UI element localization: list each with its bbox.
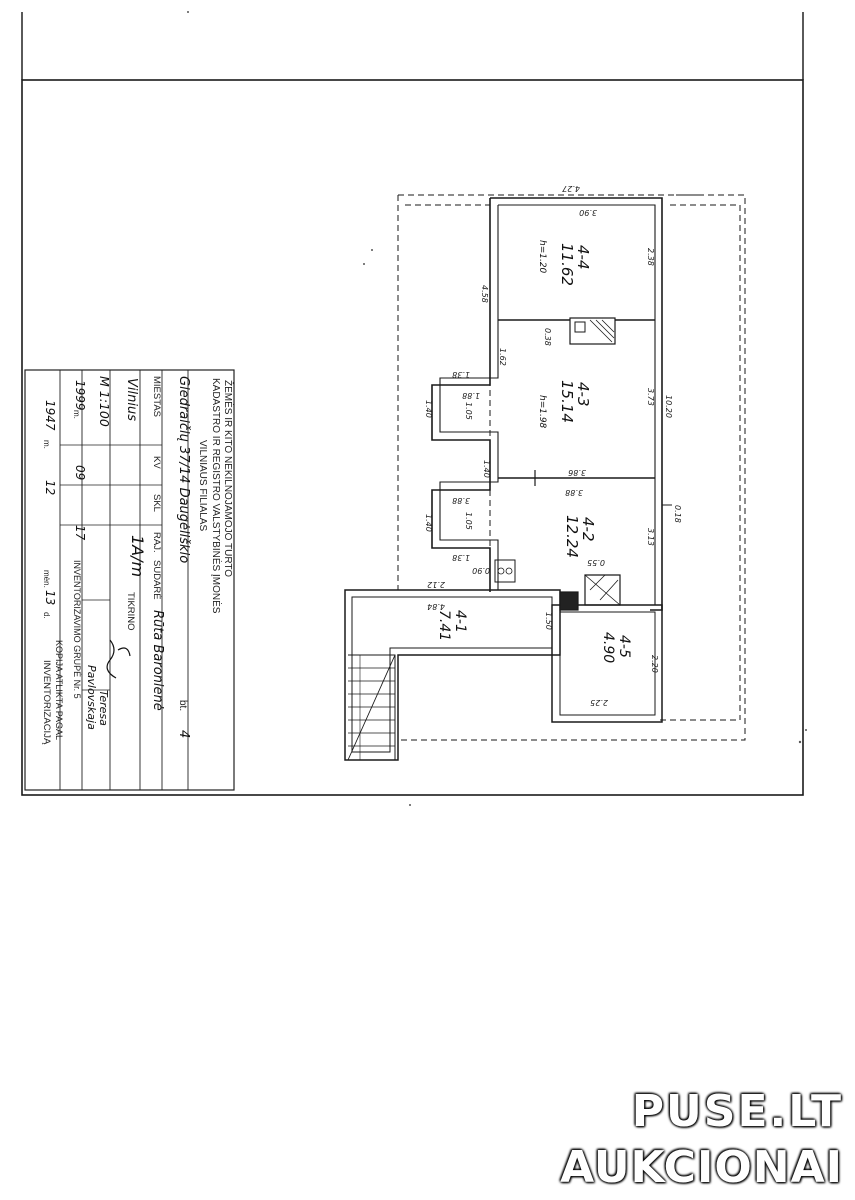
dim-3-88-a: 3.88 — [565, 488, 583, 497]
dim-3-88-b: 3.88 — [452, 496, 470, 505]
dim-1-40-a: 1.40 — [424, 400, 433, 418]
dimension-labels: 4.27 3.90 2.38 4.58 3.73 10.20 3.13 3.88… — [424, 184, 682, 707]
dim-1-50: 1.50 — [544, 612, 553, 630]
dim-3-73: 3.73 — [646, 388, 655, 406]
stamp-inventory-label: INVENTORIZACIJĄ — [41, 660, 52, 745]
dim-1-40-b: 1.40 — [482, 460, 491, 478]
dim-2-38: 2.38 — [646, 248, 655, 266]
stamp-inv-month: 12 — [43, 480, 57, 495]
dim-1-05-a: 1.05 — [464, 402, 473, 420]
dim-0-38: 0.38 — [543, 328, 552, 346]
room-4-3-height: h=1.98 — [537, 395, 547, 429]
stamp-col-rajonas: RAJ. — [151, 532, 162, 553]
stamp-label-tikrino: TIKRINO — [125, 592, 136, 631]
stamp-checker-name-2: Pavlovskaja — [85, 665, 98, 730]
watermark: PUSE.LT AUKCIONAI — [560, 1090, 843, 1190]
room-4-1-id: 4-1 — [452, 610, 468, 633]
dim-1-38-b: 1.38 — [452, 553, 470, 562]
stamp-apartment-number: 4 — [176, 730, 191, 738]
stamp-header-line1: ŽEMĖS IR KITO NEKILNOJAMOJO TURTO — [222, 380, 235, 577]
dim-0-18: 0.18 — [673, 505, 682, 523]
stamp-inventory-group: INVENTORIZAVIMO GRUPĖ Nr. 5 — [72, 560, 82, 699]
dim-4-58: 4.58 — [480, 285, 489, 303]
stamp-col-kv: KV — [151, 456, 162, 469]
dim-10-20: 10.20 — [664, 395, 673, 418]
stamp-inv-day: 13 — [43, 590, 57, 605]
dim-0-90: 0.90 — [472, 566, 490, 575]
watermark-line2: AUKCIONAI — [560, 1142, 843, 1193]
room-4-2-id: 4-2 — [579, 517, 597, 542]
stamp-label-sudare: SUDARĖ — [151, 560, 162, 600]
stamp-composer: Rūta Baronienė — [150, 610, 165, 711]
stamp-apartment-label: bt. — [177, 700, 188, 711]
dim-4-27: 4.27 — [561, 184, 580, 193]
dim-1-62: 1.62 — [498, 348, 507, 366]
dim-4-84: 4.84 — [427, 602, 445, 611]
stamp-city: Vilnius — [124, 378, 139, 421]
stamp-inv-m: m. — [42, 440, 51, 449]
room-4-1-area: 7.41 — [436, 610, 452, 641]
room-4-4-id: 4-4 — [574, 245, 592, 270]
room-4-5-area: 4.90 — [600, 632, 616, 663]
stamp-inv-year: 1947 — [43, 400, 57, 431]
dim-3-86: 3.86 — [568, 468, 586, 477]
drawing-frame — [21, 79, 804, 796]
stamp-inv-men: mėn. — [42, 570, 51, 588]
dim-2-20: 2.20 — [650, 655, 659, 673]
room-4-5-id: 4-5 — [616, 635, 632, 658]
checker-signature-icon — [106, 639, 131, 679]
room-4-3-id: 4-3 — [574, 382, 592, 407]
stamp-date-m: m. — [72, 410, 81, 419]
stamp-copy-text: KOPIJA ATLIKTA PAGAL — [54, 640, 64, 740]
stamp-date-year: 1999 — [73, 380, 87, 411]
stamp-scale: M 1:100 — [97, 376, 112, 427]
room-4-3-area: 15.14 — [558, 380, 576, 423]
dim-1-88: 1.88 — [462, 391, 480, 400]
watermark-line1: PUSE.LT — [631, 1086, 843, 1137]
room-4-2-area: 12.24 — [563, 515, 581, 558]
dim-0-55: 0.55 — [587, 558, 605, 567]
dim-2-12: 2.12 — [427, 580, 445, 589]
stamp-date-day: 17 — [73, 525, 87, 541]
dim-1-40-c: 1.40 — [424, 514, 433, 532]
stamp-header-line3: VILNIAUS FILIALAS — [197, 440, 208, 531]
plan-outline — [344, 194, 746, 761]
room-4-4-height: h=1.20 — [537, 240, 547, 274]
dim-3-13: 3.13 — [646, 528, 655, 546]
stamp-sheet-code: 1A/m — [128, 535, 147, 577]
dim-2-25: 2.25 — [590, 698, 608, 707]
stamp-address: Giedraičių 37/14 Daugėliškio — [176, 376, 191, 563]
room-4-4-area: 11.62 — [558, 243, 576, 286]
title-block: ŽEMĖS IR KITO NEKILNOJAMOJO TURTO KADAST… — [24, 369, 235, 791]
stamp-checker-name-1: Teresa — [97, 690, 110, 726]
stamp-inv-d: d. — [42, 612, 51, 619]
room-labels: 4-4 11.62 h=1.20 4-3 15.14 h=1.98 4-2 12… — [436, 240, 632, 663]
stamp-header-line2: KADASTRO IR REGISTRO VALSTYBINĖS ĮMONĖS — [210, 378, 223, 614]
dim-3-90: 3.90 — [579, 208, 597, 217]
stamp-date-month: 09 — [73, 465, 87, 480]
stamp-col-miestas: MIESTAS — [151, 376, 162, 417]
dim-1-38-a: 1.38 — [452, 370, 470, 379]
stamp-col-skl: SKL — [151, 494, 162, 512]
dim-1-05-b: 1.05 — [464, 512, 473, 530]
